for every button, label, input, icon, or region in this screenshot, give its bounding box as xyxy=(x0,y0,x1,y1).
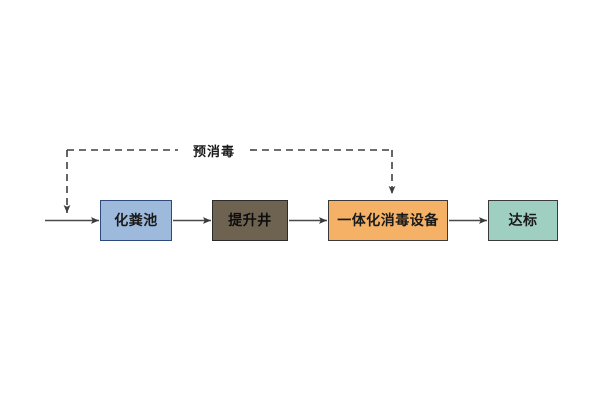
recycle-line-label-text: 预消毒 xyxy=(192,144,235,160)
node-disinfection-unit[interactable]: 一体化消毒设备 xyxy=(328,200,448,241)
node-septic-tank[interactable]: 化粪池 xyxy=(100,200,172,241)
node-lift-well-label: 提升井 xyxy=(228,212,272,229)
node-compliant[interactable]: 达标 xyxy=(488,200,558,241)
node-septic-tank-label: 化粪池 xyxy=(114,212,158,229)
node-disinfection-unit-label: 一体化消毒设备 xyxy=(337,212,439,229)
recycle-line-label: 预消毒 xyxy=(178,139,250,161)
node-lift-well[interactable]: 提升井 xyxy=(212,200,288,241)
node-compliant-label: 达标 xyxy=(508,212,538,229)
